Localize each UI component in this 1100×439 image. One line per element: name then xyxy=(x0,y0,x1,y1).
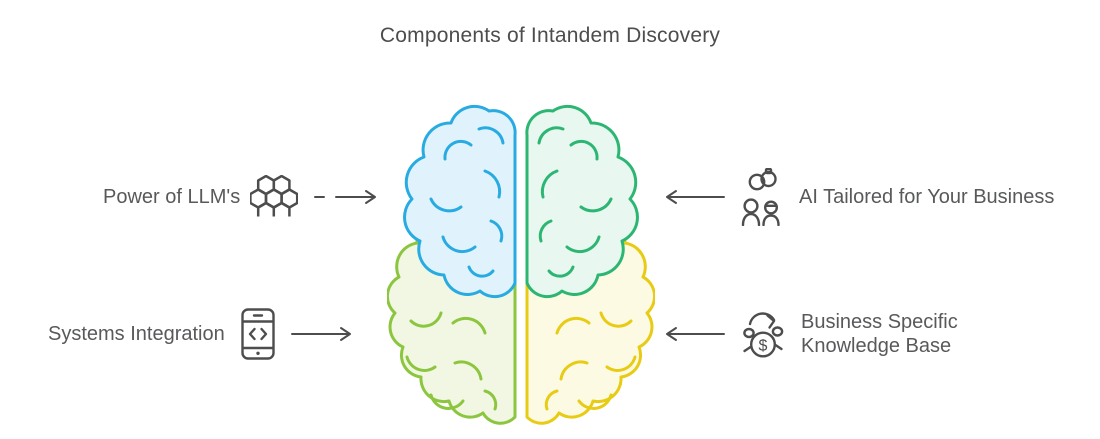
item-knowledge-base-label-line2: Knowledge Base xyxy=(801,335,952,357)
svg-text:$: $ xyxy=(759,338,768,355)
item-systems-integration-label: Systems Integration xyxy=(48,322,225,345)
brain-bottom-right-gyri xyxy=(544,311,637,411)
item-power-of-llms: Power of LLM's xyxy=(103,168,384,226)
page-title: Components of Intandem Discovery xyxy=(379,24,721,47)
item-ai-tailored: AI Tailored for Your Business xyxy=(655,166,1054,228)
item-knowledge-base-label-line1: Business Specific xyxy=(801,311,958,333)
mobile-code-icon xyxy=(241,308,275,360)
brain-bottom-left-gyri xyxy=(405,311,498,411)
brain-top-right-quadrant xyxy=(525,104,639,299)
brain-illustration xyxy=(387,95,655,428)
arrow-right-dashed xyxy=(314,189,384,205)
item-ai-tailored-label: AI Tailored for Your Business xyxy=(799,185,1055,208)
brain-top-right-gyri xyxy=(537,126,613,278)
item-systems-integration: Systems Integration xyxy=(48,305,359,363)
brain-top-left-quadrant xyxy=(403,104,517,299)
item-power-of-llms-label: Power of LLM's xyxy=(103,185,241,208)
honeycomb-icon xyxy=(250,175,299,219)
arrow-left xyxy=(655,189,725,205)
arrow-right xyxy=(290,326,359,342)
linked-people-icon xyxy=(741,168,783,226)
item-knowledge-base-label: Business Specific Knowledge Base xyxy=(801,310,958,358)
brain-top-left-gyri xyxy=(429,126,505,278)
item-knowledge-base: $ Business Specific Knowledge Base xyxy=(655,303,958,365)
money-cycle-icon: $ xyxy=(741,306,785,362)
arrow-left xyxy=(655,326,725,342)
